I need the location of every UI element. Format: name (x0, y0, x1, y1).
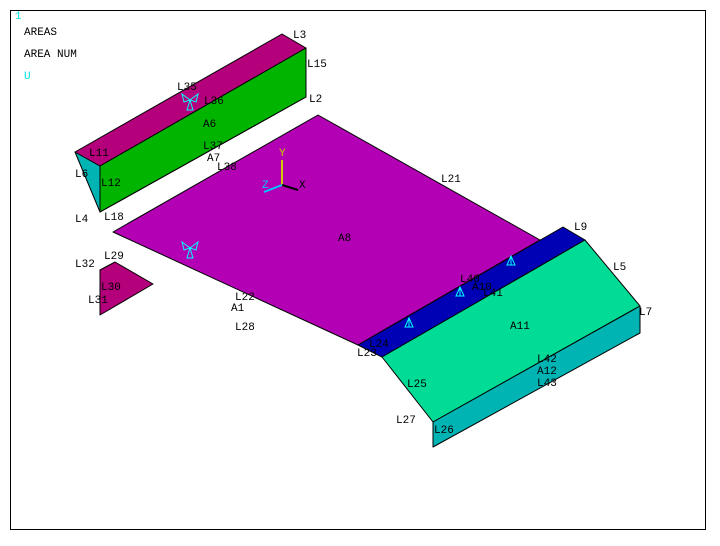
label-a10: A10 (472, 282, 492, 294)
label-l36: L36 (204, 96, 224, 108)
label-l40: L40 (460, 274, 480, 286)
area-a7 (99, 96, 307, 213)
legend-constraint: U (24, 71, 31, 83)
label-l29: L29 (104, 251, 124, 263)
label-l11: L11 (89, 148, 109, 160)
label-l9: L9 (574, 222, 587, 234)
label-l21: L21 (441, 174, 461, 186)
constraint-icon (181, 240, 199, 259)
label-l32: L32 (75, 259, 95, 271)
label-l30: L30 (101, 282, 121, 294)
area-lower-flange (99, 261, 154, 316)
y-axis-label: Y (279, 148, 286, 160)
constraint-icon (506, 254, 516, 266)
label-l6: L6 (75, 169, 88, 181)
label-a7: A7 (207, 153, 220, 165)
label-l23: L23 (357, 348, 377, 360)
label-a1: A1 (231, 303, 245, 315)
label-l2: L2 (309, 94, 322, 106)
label-a6: A6 (203, 119, 216, 131)
label-l28: L28 (235, 322, 255, 334)
constraint-symbols (181, 92, 516, 328)
label-l26: L26 (434, 425, 454, 437)
label-l4: L4 (75, 214, 89, 226)
label-l43: L43 (537, 378, 557, 390)
label-l15: L15 (307, 59, 327, 71)
x-axis-label: X (299, 180, 306, 192)
area-a12 (432, 305, 641, 448)
label-a12: A12 (537, 366, 557, 378)
constraint-icon (404, 316, 414, 328)
graphics-window[interactable] (10, 10, 706, 530)
constraint-icon (181, 92, 199, 111)
label-l35: L35 (177, 82, 197, 94)
z-axis-label: Z (262, 180, 269, 192)
constraint-icon (455, 285, 465, 297)
legend-title: AREAS (24, 27, 58, 39)
label-l27: L27 (396, 415, 416, 427)
label-l41: L41 (483, 288, 503, 300)
legend-subtitle: AREA NUM (24, 49, 77, 61)
axis-triad: Y X Z (262, 148, 306, 193)
label-l3: L3 (293, 30, 306, 42)
label-a8: A8 (338, 233, 351, 245)
label-a11: A11 (510, 321, 530, 333)
window-number: 1 (15, 11, 22, 23)
label-l12: L12 (101, 178, 121, 190)
label-l5: L5 (613, 262, 626, 274)
label-l42: L42 (537, 354, 557, 366)
label-l25: L25 (407, 379, 427, 391)
label-l22: L22 (235, 292, 255, 304)
label-l38: L38 (217, 162, 237, 174)
label-l7: L7 (639, 307, 652, 319)
label-l18: L18 (104, 212, 124, 224)
label-l31: L31 (88, 295, 108, 307)
label-l24: L24 (369, 339, 389, 351)
label-l37: L37 (203, 141, 223, 153)
